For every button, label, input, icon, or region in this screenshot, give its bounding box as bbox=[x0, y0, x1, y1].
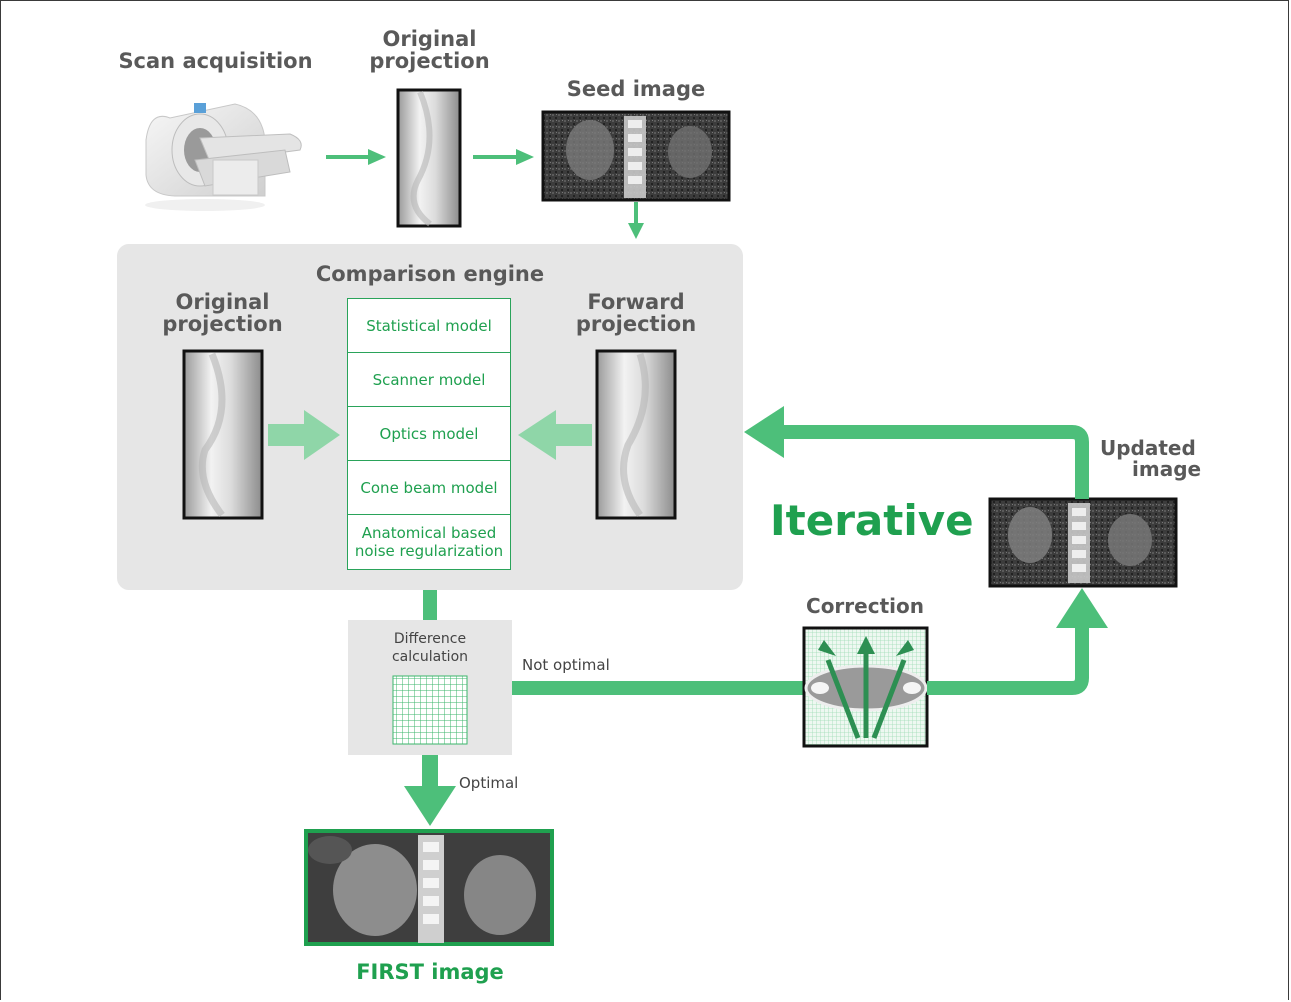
original-projection-top-label-line2: projection bbox=[369, 49, 490, 74]
model-optics: Optics model bbox=[348, 407, 510, 461]
model-cone-beam: Cone beam model bbox=[348, 461, 510, 515]
updated-image bbox=[988, 497, 1178, 588]
arrow-scan-to-original bbox=[326, 149, 386, 165]
ct-scanner-image bbox=[145, 103, 302, 211]
not-optimal-label: Not optimal bbox=[522, 656, 610, 674]
comparison-engine-label: Comparison engine bbox=[315, 262, 545, 286]
arrow-original-into-engine bbox=[268, 410, 340, 460]
model-scanner: Scanner model bbox=[348, 353, 510, 407]
difference-label-line1: Difference bbox=[393, 631, 467, 647]
original-projection-top bbox=[396, 88, 462, 228]
seed-image bbox=[541, 110, 731, 202]
scan-acquisition-label: Scan acquisition bbox=[118, 49, 313, 73]
forward-projection bbox=[595, 349, 677, 520]
difference-grid-icon bbox=[392, 675, 468, 745]
original-projection-left-label-line2: projection bbox=[162, 312, 283, 337]
updated-image-label: Updated image bbox=[1090, 438, 1220, 480]
correction-label: Correction bbox=[806, 594, 924, 618]
original-projection-left-label: Original projection bbox=[150, 291, 295, 335]
difference-calculation-label: Difference calculation bbox=[348, 630, 512, 666]
first-image bbox=[304, 829, 554, 946]
arrow-optimal bbox=[404, 755, 456, 826]
first-image-label: FIRST image bbox=[356, 960, 504, 984]
difference-label-line2: calculation bbox=[391, 649, 469, 666]
forward-projection-label-line2: projection bbox=[575, 312, 697, 337]
arrow-correction-to-updated bbox=[927, 588, 1108, 695]
arrow-original-to-seed bbox=[473, 149, 534, 165]
original-projection-top-label-line1: Original bbox=[382, 27, 477, 51]
original-projection-left-label-line1: Original bbox=[175, 290, 270, 314]
updated-image-label-line1: Updated bbox=[1100, 436, 1196, 460]
correction-image bbox=[802, 626, 929, 748]
model-statistical: Statistical model bbox=[348, 299, 510, 353]
arrow-updated-to-engine bbox=[744, 406, 1089, 499]
original-projection-top-label: Original projection bbox=[362, 28, 497, 72]
arrow-forward-into-engine bbox=[518, 410, 592, 460]
model-stack: Statistical model Scanner model Optics m… bbox=[347, 298, 511, 570]
updated-image-label-line2: image bbox=[1132, 457, 1202, 481]
iterative-label: Iterative bbox=[770, 496, 974, 545]
original-projection-left bbox=[182, 349, 264, 520]
forward-projection-label: Forward projection bbox=[566, 291, 706, 335]
arrow-seed-down bbox=[628, 202, 644, 239]
optimal-label: Optimal bbox=[459, 774, 519, 792]
model-anatomical-noise: Anatomical based noise regularization bbox=[354, 524, 504, 560]
forward-projection-label-line1: Forward bbox=[587, 290, 685, 314]
seed-image-label: Seed image bbox=[566, 77, 706, 101]
